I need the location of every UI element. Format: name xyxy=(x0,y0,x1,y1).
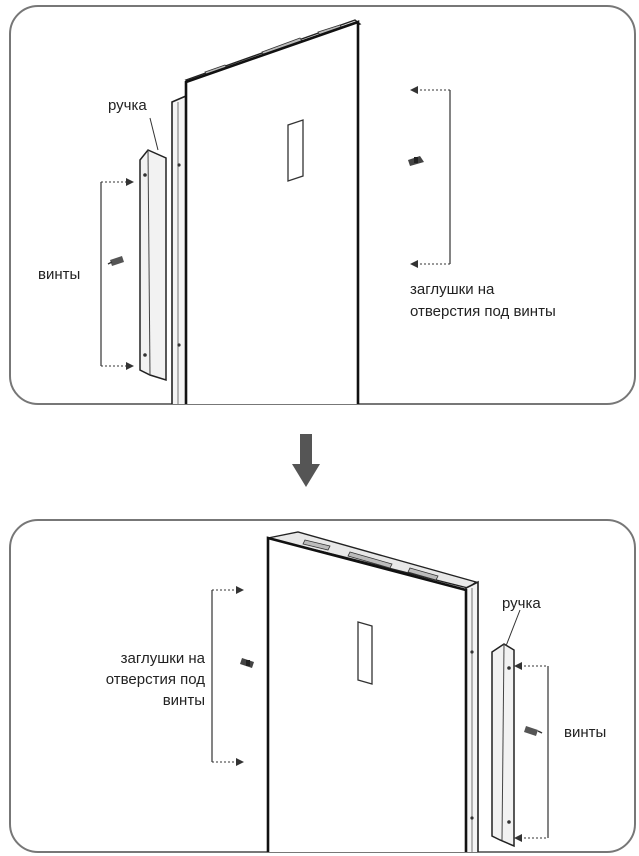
door-front xyxy=(184,20,360,404)
screw-icon xyxy=(107,256,124,266)
plug-icon xyxy=(240,658,254,668)
door-front-b xyxy=(266,536,468,852)
door-window xyxy=(287,119,304,182)
bottom-panel: ручка винты заглушки на отверстия под ви… xyxy=(9,519,636,853)
bottom-handle-label: ручка xyxy=(502,595,541,612)
door-window-b xyxy=(357,621,373,685)
door-side-edge-b xyxy=(465,580,479,852)
top-plugs-label-2: отверстия под винты xyxy=(410,303,556,320)
handle-top xyxy=(139,149,167,382)
bottom-plugs-label-1: заглушки на xyxy=(121,650,206,667)
plugs-bracket-top xyxy=(408,86,451,268)
arrow-down-icon xyxy=(292,434,320,487)
bottom-plugs-label-2: отверстия под xyxy=(106,671,206,688)
bottom-plugs-label-3: винты xyxy=(163,692,205,709)
door-side-edge xyxy=(171,94,187,404)
top-screws-label: винты xyxy=(38,266,80,283)
door-top-edge-b xyxy=(267,531,478,589)
handle-bottom xyxy=(491,643,515,848)
top-plugs-label-1: заглушки на xyxy=(410,281,495,298)
plug-icon xyxy=(408,156,424,166)
screws-bracket-top xyxy=(100,178,134,370)
top-handle-label: ручка xyxy=(108,97,147,114)
bottom-screws-label: винты xyxy=(564,724,606,741)
screw-icon xyxy=(524,726,543,736)
screws-bracket-bottom xyxy=(514,662,549,842)
plugs-bracket-bottom xyxy=(211,586,254,766)
top-panel: ручка винты заглушки на отверстия под ви… xyxy=(9,5,636,405)
